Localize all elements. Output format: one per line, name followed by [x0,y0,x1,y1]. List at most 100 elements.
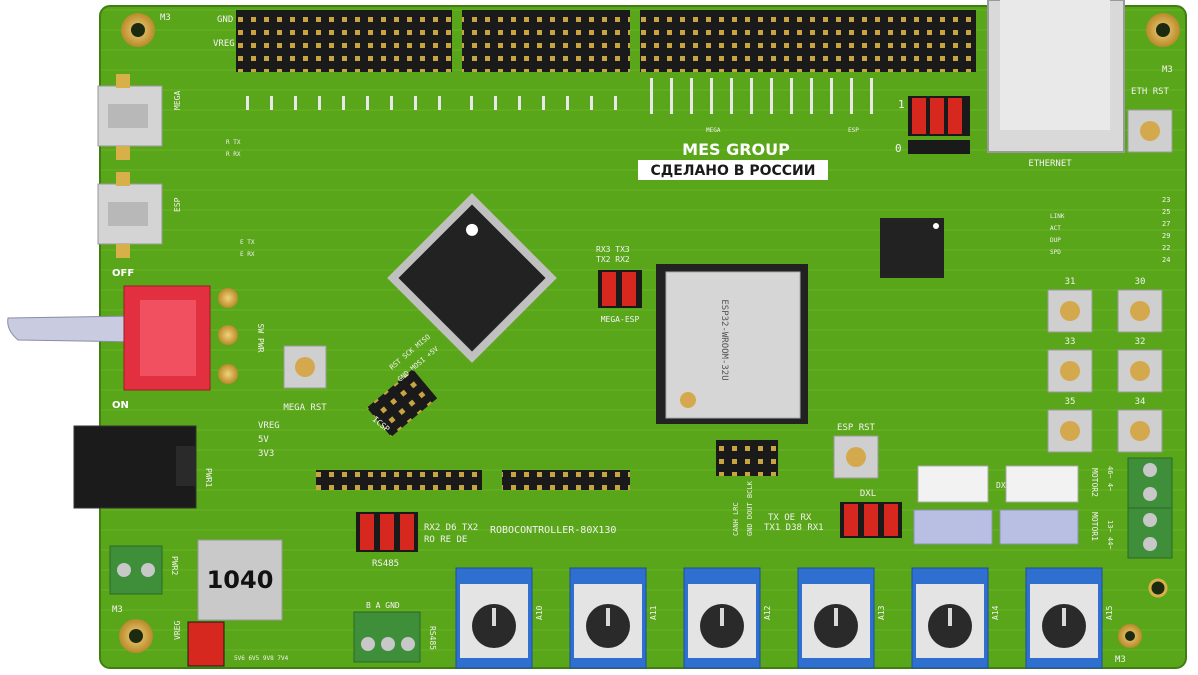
tactile-button-label: 30 [1135,277,1146,287]
pin-header-can [716,440,778,476]
usb-port-mega[interactable] [97,74,163,160]
dxl-connector-1[interactable] [917,465,989,503]
pin-header-bottom-left [316,470,482,490]
inductor-label: 1040 [207,566,274,594]
pin-header-digital-mid [462,10,630,72]
potentiometer-label: A13 [877,605,886,620]
rs485-terminal[interactable] [353,611,421,663]
made-in-russia: СДЕЛАНО В РОССИИ [651,163,816,179]
tactile-button-label: 34 [1135,397,1146,407]
potentiometer-a14[interactable]: A14 [911,567,1000,669]
mega-esp-jumper[interactable] [598,270,642,308]
m3-label-tr: M3 [1162,65,1173,75]
rs485-term-label: RS485 [428,626,437,650]
potentiometer-label: A14 [991,605,1000,620]
rs485-jumper-pins: RX2 D6 TX2 [424,523,478,533]
motor-terminal-1[interactable] [1127,507,1173,559]
jumper-1-label: 1 [898,98,905,111]
potentiometer-label: A10 [535,605,544,620]
led-number-labels: 23 25 27 29 22 24 [1162,196,1170,264]
5v-led-label: 5V [258,435,269,445]
vreg-led-label: VREG [258,421,280,431]
vreg-label-top: VREG [213,39,235,49]
mega-usb-label: MEGA [173,91,182,110]
ethernet-label: ETHERNET [1028,159,1072,169]
potentiometer-label: A15 [1105,605,1114,620]
mega-reset-button[interactable] [283,345,327,389]
esp32-module [656,264,808,424]
led-num-3: 27 [1162,220,1170,228]
dxl-pins-label: TX OE RX [768,513,812,523]
rs485-jumper-label: RS485 [372,559,399,569]
eth-rst-button[interactable] [1127,109,1173,153]
dxl-jumper[interactable] [840,502,902,538]
pwr2-label: PWR2 [170,556,179,575]
dc-power-jack[interactable] [73,425,197,509]
can-pins-label-2: GND DOUT BCLK [746,480,754,536]
gnd-label: GND [217,15,233,25]
ethernet-controller-chip [880,218,944,278]
eth-rst-label: ETH RST [1131,87,1170,97]
pin-header-mega-esp [640,10,976,72]
usb-port-esp[interactable] [97,172,163,258]
pin-header-bottom-mid [502,470,630,490]
rs485-jumper-pins-2: RO RE DE [424,535,467,545]
tactile-button-30[interactable]: 30 [1117,277,1163,333]
motor1-pins: 13~ 44~ [1106,520,1114,550]
mega-esp-label: MEGA-ESP [601,315,640,324]
esp32-module-label: ESP32-WROOM-32U [719,299,729,380]
motor-connector-2[interactable] [999,509,1079,545]
brand-text: MES GROUP [682,140,790,159]
potentiometer-label: A11 [649,605,658,620]
jumper-block-eth[interactable] [908,96,970,154]
tactile-button-31[interactable]: 31 [1047,277,1093,333]
motor2-label: MOTOR2 [1090,468,1099,497]
dxl-pins-label-2: TX1 D38 RX1 [764,523,824,533]
led-num-5: 22 [1162,244,1170,252]
m3-label-bl: M3 [112,605,123,615]
tactile-button-33[interactable]: 33 [1047,337,1093,393]
made-in-bg [638,160,828,180]
esp-tag: ESP [848,127,859,134]
tactile-button-label: 33 [1065,337,1076,347]
potentiometer-a11[interactable]: A11 [569,567,658,669]
power-toggle-switch[interactable] [7,285,211,391]
tactile-button-label: 35 [1065,397,1076,407]
vreg-jumper-label: VREG [173,621,182,640]
icsp-header [366,369,438,437]
led-spd-label: SPD [1050,249,1061,256]
vreg-jumper[interactable] [187,621,225,667]
board-model-label: ROBOCONTROLLER-80X130 [490,525,616,536]
tx2-rx2-label: TX2 RX2 [596,255,630,264]
motor1-label: MOTOR1 [1090,512,1099,541]
pwr1-label: PWR1 [204,468,213,487]
potentiometer-a12[interactable]: A12 [683,567,772,669]
e-rx-label: E RX [240,251,255,258]
led-num-4: 29 [1162,232,1170,240]
motor-terminal-2[interactable] [1127,457,1173,509]
tactile-button-32[interactable]: 32 [1117,337,1163,393]
pwr2-terminal[interactable] [109,545,163,595]
dxl-connector-2[interactable] [1005,465,1079,503]
header-pin-labels [246,78,873,114]
led-num-1: 23 [1162,196,1170,204]
motor2-pins: 46~ 4~ [1106,466,1114,491]
tactile-button-35[interactable]: 35 [1047,397,1093,453]
tactile-button-34[interactable]: 34 [1117,397,1163,453]
esp-reset-button[interactable] [833,435,879,479]
rs485-jumper[interactable] [356,512,418,552]
jumper-0-label: 0 [895,142,902,155]
motor-connector-1[interactable] [913,509,993,545]
ethernet-jack-face [1000,0,1110,130]
tactile-button-grid: 31 30 33 32 35 34 [1047,277,1163,453]
potentiometer-a15[interactable]: A15 [1025,567,1114,669]
potentiometer-a13[interactable]: A13 [797,567,886,669]
esp-rst-label: ESP RST [837,423,876,433]
mounting-holes [119,13,1180,653]
potentiometer-a10[interactable]: A10 [455,567,544,669]
esp-usb-label: ESP [173,197,182,212]
switch-off-label: OFF [112,268,134,279]
mega-tag: MEGA [706,127,721,134]
inductor-1040 [197,539,283,621]
r-tx-label: R TX [226,139,241,146]
